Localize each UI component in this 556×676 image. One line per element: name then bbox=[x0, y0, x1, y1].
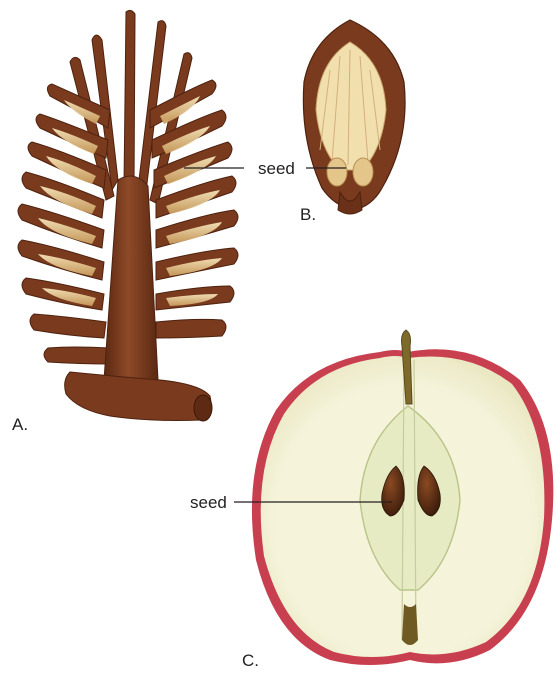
cone-right-scales bbox=[150, 80, 238, 338]
apple-calyx bbox=[402, 604, 418, 645]
cone-scale-detail bbox=[303, 20, 405, 214]
panel-label-c: C. bbox=[242, 652, 259, 669]
apple-section bbox=[234, 330, 553, 665]
seed-label-b: seed bbox=[258, 160, 295, 177]
panel-label-b: B. bbox=[300, 206, 316, 223]
cone-base-stalk bbox=[65, 372, 212, 421]
cone-top-spike bbox=[124, 10, 135, 185]
seed-label-c: seed bbox=[190, 494, 227, 511]
cone-axis bbox=[104, 176, 159, 392]
panel-label-a: A. bbox=[12, 416, 28, 433]
pine-cone-section bbox=[18, 10, 244, 421]
